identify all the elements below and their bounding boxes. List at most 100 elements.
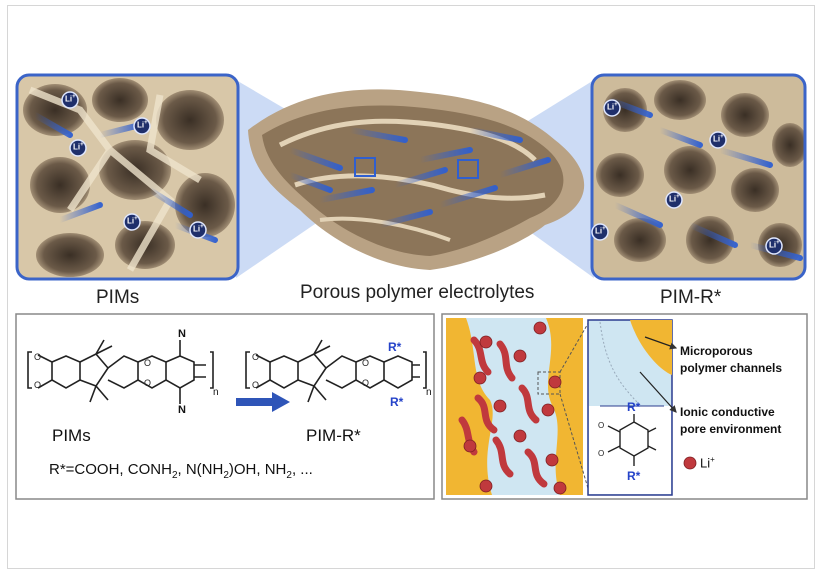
li-ion-symbol: Li <box>769 240 777 250</box>
li-ion-marker <box>709 131 727 149</box>
label-pore-environment: pore environment <box>680 422 782 436</box>
r-group-formula: R*=COOH, CONH2, N(NH2)OH, NH2, ... <box>49 461 313 481</box>
pore-li-ions <box>463 321 697 495</box>
ion-streak <box>287 172 333 193</box>
label-pims: PIMs <box>52 426 91 445</box>
li-ion-marker <box>665 191 683 209</box>
li-ion-ball <box>553 481 567 495</box>
label-microporous: Microporous <box>680 344 753 358</box>
nitrile-n-top: N <box>178 328 186 340</box>
ion-streak <box>147 187 193 218</box>
ion-streaks <box>32 97 803 261</box>
li-ion-ball <box>548 375 562 389</box>
caption-pim-r: PIM-R* <box>660 287 722 308</box>
polymer-chain <box>474 394 498 434</box>
pore-r-group-bottom: R* <box>627 469 641 483</box>
li-ions <box>61 91 783 255</box>
li-ion-ball <box>683 456 697 470</box>
svg-text:O: O <box>598 449 604 458</box>
repeat-n-right: n <box>426 387 432 398</box>
ion-streak <box>377 209 433 228</box>
li-ion-symbol: Li <box>65 94 73 104</box>
nitrile-n-bottom: N <box>178 404 186 416</box>
li-ion-symbol: Li <box>127 216 135 226</box>
caption-pims: PIMs <box>96 287 140 308</box>
r-group-top: R* <box>388 340 402 354</box>
ion-streak <box>687 222 738 248</box>
li-ion-ball <box>545 453 559 467</box>
li-ion-ball <box>479 479 493 493</box>
ion-streak <box>392 167 448 188</box>
polymer-chain <box>492 436 514 478</box>
ion-streak <box>347 127 408 143</box>
li-ion-symbol: Li <box>669 194 677 204</box>
li-ion-ball <box>533 321 547 335</box>
ion-streak <box>287 147 343 171</box>
li-ion-ball <box>513 429 527 443</box>
label-ionic-conductive: Ionic conductive <box>680 405 775 419</box>
r-group-bottom: R* <box>390 395 404 409</box>
li-ion-marker <box>69 139 87 157</box>
ion-streak <box>612 202 663 228</box>
pims-structure <box>27 339 214 404</box>
li-ion-label: Li+ <box>713 134 724 144</box>
polymer-chain <box>496 340 516 382</box>
li-ion-marker <box>61 91 79 109</box>
pore-r-group-top: R* <box>627 400 641 414</box>
li-ion-charge: + <box>134 216 138 222</box>
repeat-n-left: n <box>213 387 219 398</box>
li-ion-charge: + <box>80 142 84 148</box>
li-ion-ball <box>493 399 507 413</box>
li-ion-label: Li+ <box>127 216 138 226</box>
pims-panel-border <box>15 73 240 281</box>
li-legend-label: Li+ <box>700 455 715 471</box>
li-ion-charge: + <box>602 226 606 232</box>
li-ion-symbol: Li <box>607 102 615 112</box>
li-ion-marker <box>133 117 151 135</box>
ion-streak <box>657 127 703 148</box>
ion-streak <box>717 147 773 168</box>
svg-text:O: O <box>598 421 604 430</box>
polymer-chain <box>524 448 548 488</box>
li-ion-charge: + <box>144 120 148 126</box>
li-ion-label: Li+ <box>193 224 204 234</box>
li-ion-ball <box>479 335 493 349</box>
polymer-chain <box>470 336 492 376</box>
chemistry-panel <box>15 313 435 500</box>
svg-text:O: O <box>144 378 151 388</box>
li-ion-charge: + <box>720 134 724 140</box>
li-ion-ball <box>541 403 555 417</box>
li-ion-marker <box>123 213 141 231</box>
ion-streak <box>417 147 473 163</box>
pim-r-structure <box>245 339 427 403</box>
svg-text:O: O <box>252 380 259 390</box>
li-ion-charge: + <box>614 102 618 108</box>
li-ion-label: Li+ <box>65 94 76 104</box>
li-ion-charge: + <box>676 194 680 200</box>
li-ion-label: Li+ <box>769 240 780 250</box>
label-polymer-channels: polymer channels <box>680 361 783 375</box>
pim-r-panel-border <box>590 73 807 281</box>
li-ion-ball <box>513 349 527 363</box>
li-ion-symbol: Li <box>713 134 721 144</box>
li-ion-charge: + <box>200 224 204 230</box>
svg-text:O: O <box>362 358 369 368</box>
ion-streak <box>497 157 551 178</box>
li-ion-label: Li+ <box>595 226 606 236</box>
li-ion-label: Li+ <box>669 194 680 204</box>
pims-porous-panel <box>17 75 238 279</box>
li-ion-charge: + <box>72 94 76 100</box>
li-ion-marker <box>603 99 621 117</box>
li-ion-marker <box>189 221 207 239</box>
reaction-arrow <box>236 392 290 412</box>
ion-streak <box>32 112 73 138</box>
li-ion-symbol: Li <box>193 224 201 234</box>
svg-text:O: O <box>34 380 41 390</box>
li-ion-marker <box>591 223 609 241</box>
li-ion-marker <box>765 237 783 255</box>
caption-porous-polymer-electrolytes: Porous polymer electrolytes <box>300 282 535 303</box>
li-ion-label: Li+ <box>73 142 84 152</box>
ion-streak <box>467 127 523 143</box>
li-ion-ball <box>473 371 487 385</box>
